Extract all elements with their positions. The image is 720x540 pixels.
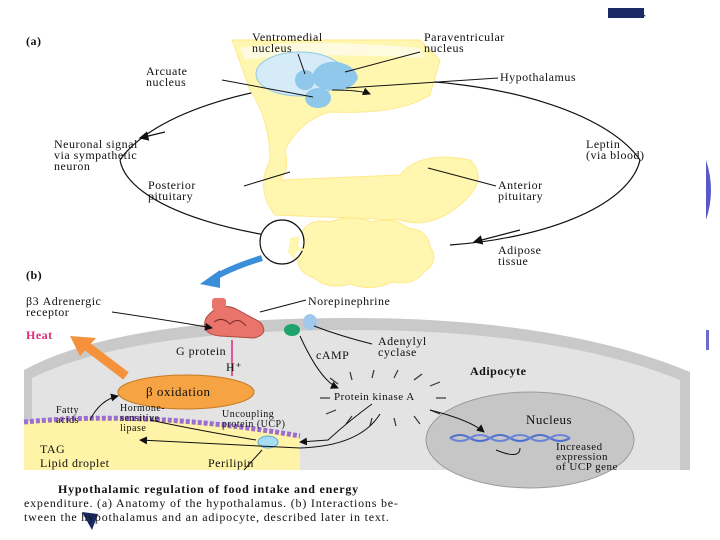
- pointer-posterior-pituitary: [243, 171, 291, 187]
- beta3-receptor-icon: [204, 305, 265, 339]
- caption-line-1: Hypothalamic regulation of food intake a…: [58, 482, 359, 496]
- arrow-leptin-return: [472, 229, 521, 245]
- label-adipose-tissue: Adipose tissue: [498, 243, 542, 268]
- label-g-protein: G protein: [176, 344, 227, 358]
- receptor-fold: [213, 318, 247, 327]
- beta-oxidation-shape: [117, 374, 255, 410]
- arrow-fatty-acids: [89, 393, 119, 421]
- nucleus-shape: [425, 391, 635, 489]
- pointer-norepinephrine: [259, 299, 307, 313]
- label-posterior-pituitary: Posterior pituitary: [148, 178, 196, 203]
- pointer-ucp: [149, 419, 257, 441]
- label-fatty-acids: Fatty acids: [56, 405, 80, 426]
- lipid-droplet-shape: [24, 418, 300, 470]
- label-increased-expression: Increased expression of UCP gene: [556, 441, 618, 473]
- label-uncoupling-protein: Uncoupling protein (UCP): [222, 409, 286, 430]
- label-beta-oxidation: β oxidation: [146, 384, 211, 399]
- pointer-adenylyl-cyclase: [313, 325, 373, 345]
- label-anterior-pituitary: Anterior pituitary: [498, 178, 544, 203]
- label-leptin: Leptin (via blood): [586, 137, 645, 162]
- heat-arrow-head: [70, 336, 96, 356]
- arrow-camp-to-pka: [299, 335, 339, 389]
- label-adipocyte: Adipocyte: [470, 364, 527, 378]
- paraventricular-nucleus-shape: [312, 61, 358, 91]
- pointer-beta3-receptor: [111, 311, 213, 331]
- label-heat: Heat: [26, 328, 53, 342]
- arrow-pka-to-lipase: [139, 413, 381, 449]
- pointer-arcuate: [221, 79, 314, 98]
- label-neuronal-signal: Neuronal signal via sympathetic neuron: [54, 137, 138, 173]
- label-h-plus: H⁺: [226, 360, 242, 374]
- label-arcuate-nucleus: Arcuate nucleus: [146, 64, 188, 89]
- pointer-perilipin: [243, 449, 263, 471]
- label-hypothalamus: Hypothalamus: [500, 70, 576, 84]
- label-paraventricular-nucleus: Paraventricular nucleus: [424, 30, 505, 55]
- label-lipid-droplet: Lipid droplet: [40, 456, 110, 470]
- norepinephrine-icon: [212, 298, 226, 310]
- pointer-paraventricular: [344, 51, 421, 73]
- label-hormone-sensitive-lipase: Hormone- sensitive lipase: [120, 403, 166, 434]
- label-camp: cAMP: [316, 348, 350, 362]
- zoom-cell-icon: [288, 236, 306, 260]
- protein-kinase-a-burst: [320, 369, 446, 427]
- edge-decoration-icon: [706, 160, 711, 220]
- adipose-tissue-shape: [294, 217, 435, 288]
- ventromedial-nucleus-shape: [295, 70, 315, 90]
- arcuate-nucleus-shape: [305, 88, 331, 108]
- arrow-to-hypothalamus: [331, 87, 371, 96]
- corner-logo-icon: [608, 8, 646, 18]
- ucp-icon: [257, 435, 279, 449]
- label-norepinephrine: Norepinephrine: [308, 294, 391, 308]
- curved-blue-arrow-head: [200, 270, 220, 288]
- pointer-hypothalamus: [345, 77, 499, 89]
- dna-strand-2: [449, 434, 571, 442]
- g-protein-icon: [284, 324, 300, 336]
- loop-bottom-right: [449, 159, 641, 246]
- arrow-pka-to-ucp: [299, 403, 373, 446]
- panel-a-tag: (a): [26, 34, 42, 48]
- heat-arrow-icon: [81, 340, 129, 380]
- label-nucleus: Nucleus: [526, 412, 573, 427]
- figure-caption: Hypothalamic regulation of food intake a…: [24, 482, 692, 524]
- curved-blue-arrow-icon: [212, 255, 263, 281]
- pointer-anterior-pituitary: [427, 167, 497, 187]
- edge-mark-icon: [706, 330, 709, 350]
- arrow-neuronal-signal: [138, 131, 166, 141]
- label-perilipin: Perilipin: [208, 456, 254, 470]
- label-ventromedial-nucleus: Ventromedial nucleus: [252, 30, 323, 55]
- pointer-ventromedial: [297, 53, 306, 75]
- label-adenylyl-cyclase: Adenylyl cyclase: [378, 334, 427, 359]
- caption-line-3: tween the hypothalamus and an adipocyte,…: [24, 510, 390, 524]
- label-beta3-receptor: β3 Adrenergic receptor: [26, 294, 102, 319]
- arrow-pka-to-nucleus: [429, 409, 485, 433]
- pointer-increased-expression: [495, 447, 521, 455]
- bottom-logo-icon: [82, 512, 98, 530]
- caption-line-2: expenditure. (a) Anatomy of the hypothal…: [24, 496, 399, 510]
- adenylyl-cyclase-icon: [303, 314, 317, 330]
- panel-b-tag: (b): [26, 268, 43, 282]
- label-tag: TAG: [40, 442, 66, 456]
- label-protein-kinase-a: Protein kinase A: [334, 391, 415, 403]
- perilipin-border: [23, 415, 301, 439]
